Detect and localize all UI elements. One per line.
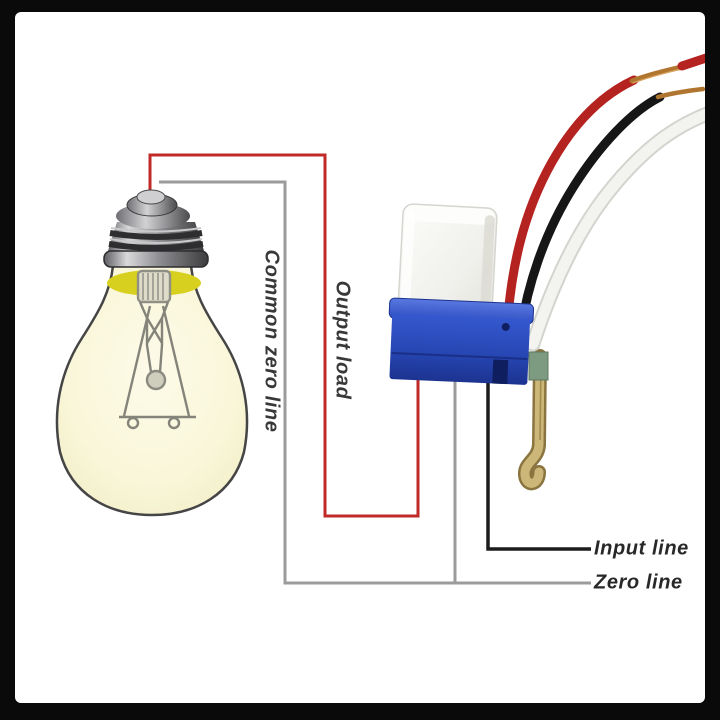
zero-line-label: Zero line [594, 571, 683, 594]
bulb-screw-cap [103, 189, 209, 268]
output-load-label: Output load [331, 280, 354, 400]
live-wire-copper-strip [629, 64, 685, 84]
mounting-bracket [518, 349, 549, 491]
load-wire-black [516, 92, 665, 335]
live-wire-red-tip [677, 53, 705, 71]
output-load-line [148, 153, 420, 518]
base-notch [492, 359, 509, 385]
mains-cables [503, 53, 705, 352]
input-line-label: Input line [594, 537, 689, 560]
common-zero-line-label: Common zero line [260, 249, 283, 433]
common-zero-line [159, 180, 591, 585]
bulb-glass [55, 264, 249, 517]
base-screw-hole [501, 322, 510, 331]
input-line-leader [486, 378, 591, 551]
load-wire-copper-tip [655, 86, 705, 100]
photocell-switch-base [388, 297, 535, 385]
live-wire-red [503, 75, 639, 321]
incandescent-bulb [55, 189, 249, 517]
bulb-filament [119, 269, 196, 430]
